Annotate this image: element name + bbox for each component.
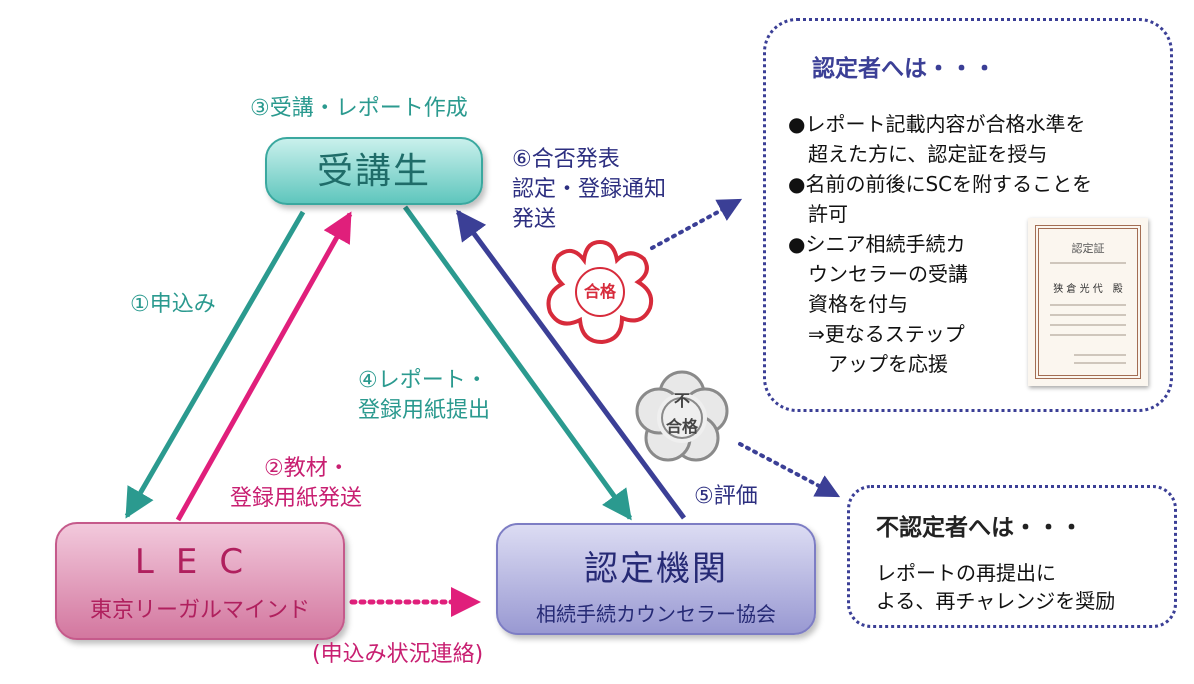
certified-line-6: ウンセラーの受講 <box>788 262 968 286</box>
certificate-line <box>1050 334 1126 336</box>
arrow-apply <box>124 210 306 519</box>
certificate-line <box>1074 354 1126 356</box>
uncertified-box-title: 不認定者へは・・・ <box>876 515 1083 541</box>
certified-line-3: ●名前の前後にSCを附することを <box>788 172 1093 196</box>
certified-line-7: 資格を付与 <box>788 292 908 316</box>
node-org-subtitle: 相続手続カウンセラー協会 <box>536 602 776 626</box>
uncertified-line-2: よる、再チャレンジを奨励 <box>876 589 1116 613</box>
certificate-image: 認定証 狭 倉 光 代 殿 <box>1028 218 1148 386</box>
step4-label-line1: ④レポート・ <box>358 368 488 393</box>
step1-label: ①申込み <box>130 292 216 317</box>
fail-stamp-label-bottom: 合格 <box>665 417 698 436</box>
certified-line-2: 超えた方に、認定証を授与 <box>788 142 1048 166</box>
step5-label: ⑤評価 <box>694 484 758 509</box>
certified-line-4: 許可 <box>788 202 848 226</box>
step6-label-line2: 認定・登録通知 <box>512 177 667 202</box>
step4-label-line2: 登録用紙提出 <box>358 398 491 423</box>
certificate-line <box>1050 324 1126 326</box>
step6-label-line1: ⑥合否発表 <box>512 147 620 172</box>
certificate-heading: 認定証 <box>1071 242 1105 255</box>
node-student: 受講生 <box>265 137 483 205</box>
node-org-title: 認定機関 <box>584 549 728 589</box>
arrow-to-certified <box>650 198 743 250</box>
certified-box-title: 認定者へは・・・ <box>812 56 996 82</box>
step2-label-line1: ②教材・ <box>264 456 350 481</box>
pass-stamp <box>546 239 654 345</box>
node-org: 認定機関 相続手続カウンセラー協会 <box>496 523 816 635</box>
certified-line-8: ⇒更なるステップ <box>788 322 965 346</box>
step3-label: ③受講・レポート作成 <box>250 96 468 121</box>
certified-line-5: ●シニア相続手続カ <box>788 232 966 256</box>
arrow-report-submit <box>402 205 633 521</box>
fail-stamp <box>635 370 729 462</box>
certificate-line <box>1074 362 1126 364</box>
node-student-title: 受講生 <box>316 151 431 192</box>
arrow-materials <box>175 211 353 522</box>
node-lec-subtitle: 東京リーガルマインド <box>89 598 310 623</box>
uncertified-box: 不認定者へは・・・ レポートの再提出に よる、再チャレンジを奨励 <box>847 485 1177 628</box>
arrow-to-uncertified <box>738 442 841 498</box>
certified-line-1: ●レポート記載内容が合格水準を <box>788 112 1086 136</box>
node-lec: LEC 東京リーガルマインド <box>55 522 345 640</box>
arrow-result-notice <box>455 209 687 520</box>
step2-label-line2: 登録用紙発送 <box>230 486 363 511</box>
pass-stamp-label: 合格 <box>583 282 616 301</box>
certificate-line <box>1050 262 1126 264</box>
certificate-line <box>1050 304 1126 306</box>
certificate-name: 狭 倉 光 代 殿 <box>1053 284 1123 295</box>
status-contact-label: (申込み状況連絡) <box>312 642 484 667</box>
node-lec-title: LEC <box>134 542 266 582</box>
fail-stamp-label-top: 不 <box>673 391 690 410</box>
certificate-line <box>1050 314 1126 316</box>
certified-line-9: アップを応援 <box>788 352 948 376</box>
step6-label-line3: 発送 <box>512 207 557 232</box>
certificate-frame <box>1035 225 1141 379</box>
uncertified-line-1: レポートの再提出に <box>876 561 1056 585</box>
